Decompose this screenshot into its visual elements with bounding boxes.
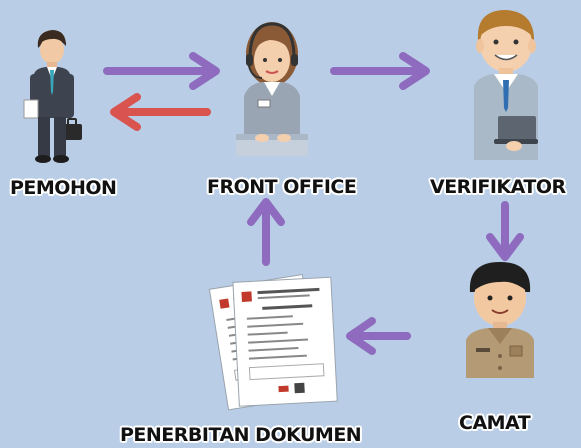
documents-icon (208, 274, 338, 411)
label-penerbitan-dokumen: PENERBITAN DOKUMEN (120, 424, 362, 446)
businessman-with-briefcase-icon (23, 30, 82, 163)
man-with-laptop-icon (474, 10, 538, 160)
label-verifikator: VERIFIKATOR (430, 176, 566, 198)
arrow-front-office-to-verifikator (330, 52, 430, 90)
arrow-camat-to-penerbitan (346, 317, 411, 355)
label-front-office: FRONT OFFICE (207, 176, 357, 198)
arrow-front-office-to-pemohon (110, 93, 211, 131)
label-camat: CAMAT (459, 412, 531, 434)
arrow-verifikator-to-camat (486, 201, 524, 261)
civil-servant-icon (466, 262, 534, 378)
label-pemohon: PEMOHON (10, 177, 117, 199)
arrow-pemohon-to-front-office (103, 52, 220, 90)
arrow-penerbitan-to-front-office (247, 198, 285, 266)
receptionist-with-headset-icon (236, 22, 308, 156)
